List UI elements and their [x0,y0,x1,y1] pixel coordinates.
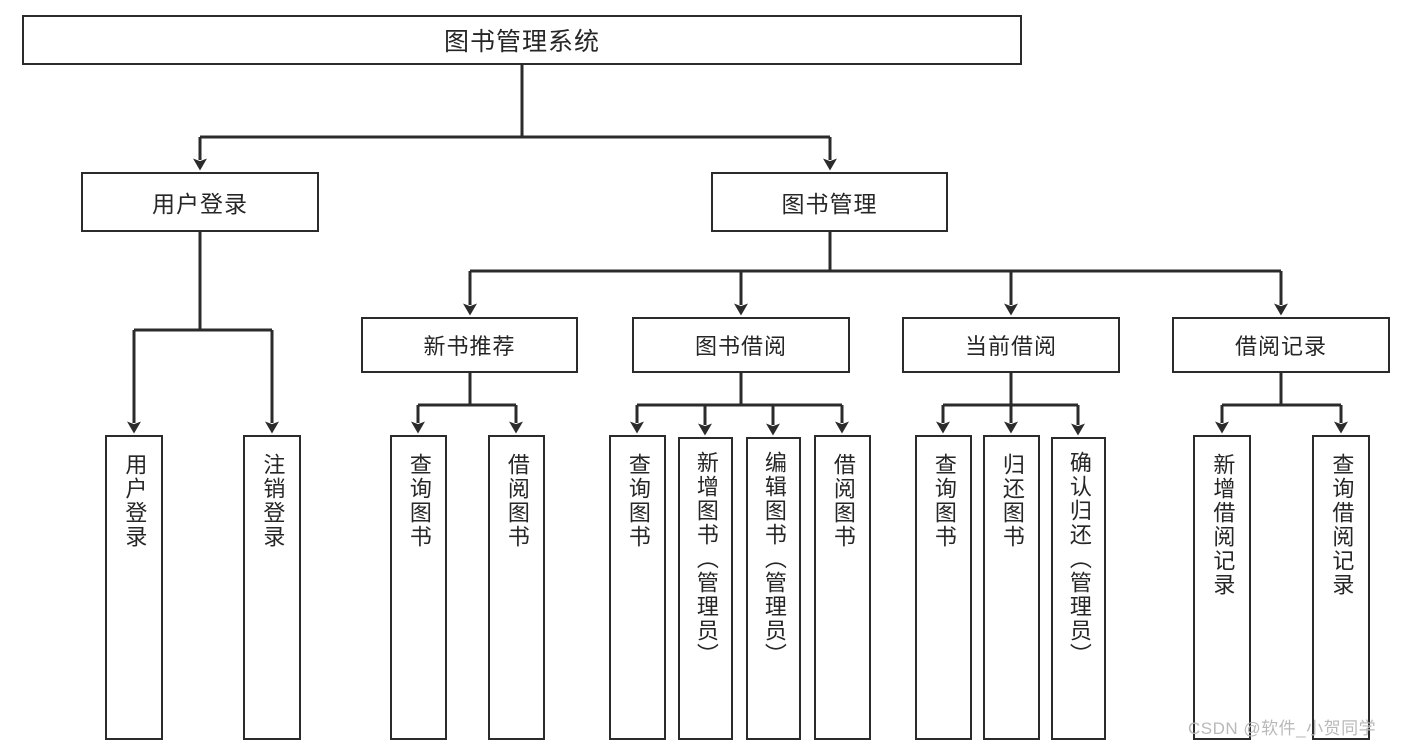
node-root-system[interactable]: 图书管理系统 [22,15,1022,65]
node-new-book-rec[interactable]: 新书推荐 [361,317,578,373]
node-borrow-record[interactable]: 借阅记录 [1172,317,1390,373]
leaf-borrow-book-1[interactable]: 借阅图书 [488,435,545,740]
node-user-login[interactable]: 用户登录 [81,172,319,232]
leaf-user-login[interactable]: 用户登录 [105,435,163,740]
leaf-query-record[interactable]: 查询借阅记录 [1312,435,1370,740]
leaf-query-book-3[interactable]: 查询图书 [915,435,972,740]
leaf-query-book-1[interactable]: 查询图书 [390,435,447,740]
leaf-borrow-book-2[interactable]: 借阅图书 [814,435,871,740]
node-book-borrow[interactable]: 图书借阅 [632,317,850,373]
leaf-add-record[interactable]: 新增借阅记录 [1193,435,1251,740]
node-book-manage[interactable]: 图书管理 [711,172,948,232]
leaf-return-book[interactable]: 归还图书 [983,435,1040,740]
leaf-confirm-return[interactable]: 确认归还（管理员） [1051,437,1106,740]
node-current-borrow[interactable]: 当前借阅 [902,317,1120,373]
leaf-user-logout[interactable]: 注销登录 [243,435,301,740]
leaf-query-book-2[interactable]: 查询图书 [609,435,666,740]
leaf-edit-book[interactable]: 编辑图书（管理员） [746,437,801,740]
csdn-watermark: CSDN @软件_小贺同学 [1188,719,1377,738]
leaf-add-book[interactable]: 新增图书（管理员） [678,437,733,740]
